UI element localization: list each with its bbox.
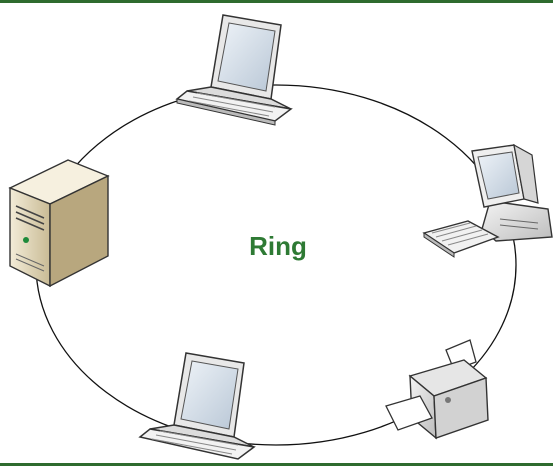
printer-icon bbox=[385, 339, 489, 440]
laptop-icon bbox=[175, 14, 293, 126]
laptop-icon bbox=[138, 352, 256, 460]
diagram-canvas bbox=[8, 14, 553, 460]
ring-label: Ring bbox=[249, 231, 307, 261]
desktop-computer-icon bbox=[422, 143, 553, 258]
server-tower-icon bbox=[8, 159, 110, 288]
